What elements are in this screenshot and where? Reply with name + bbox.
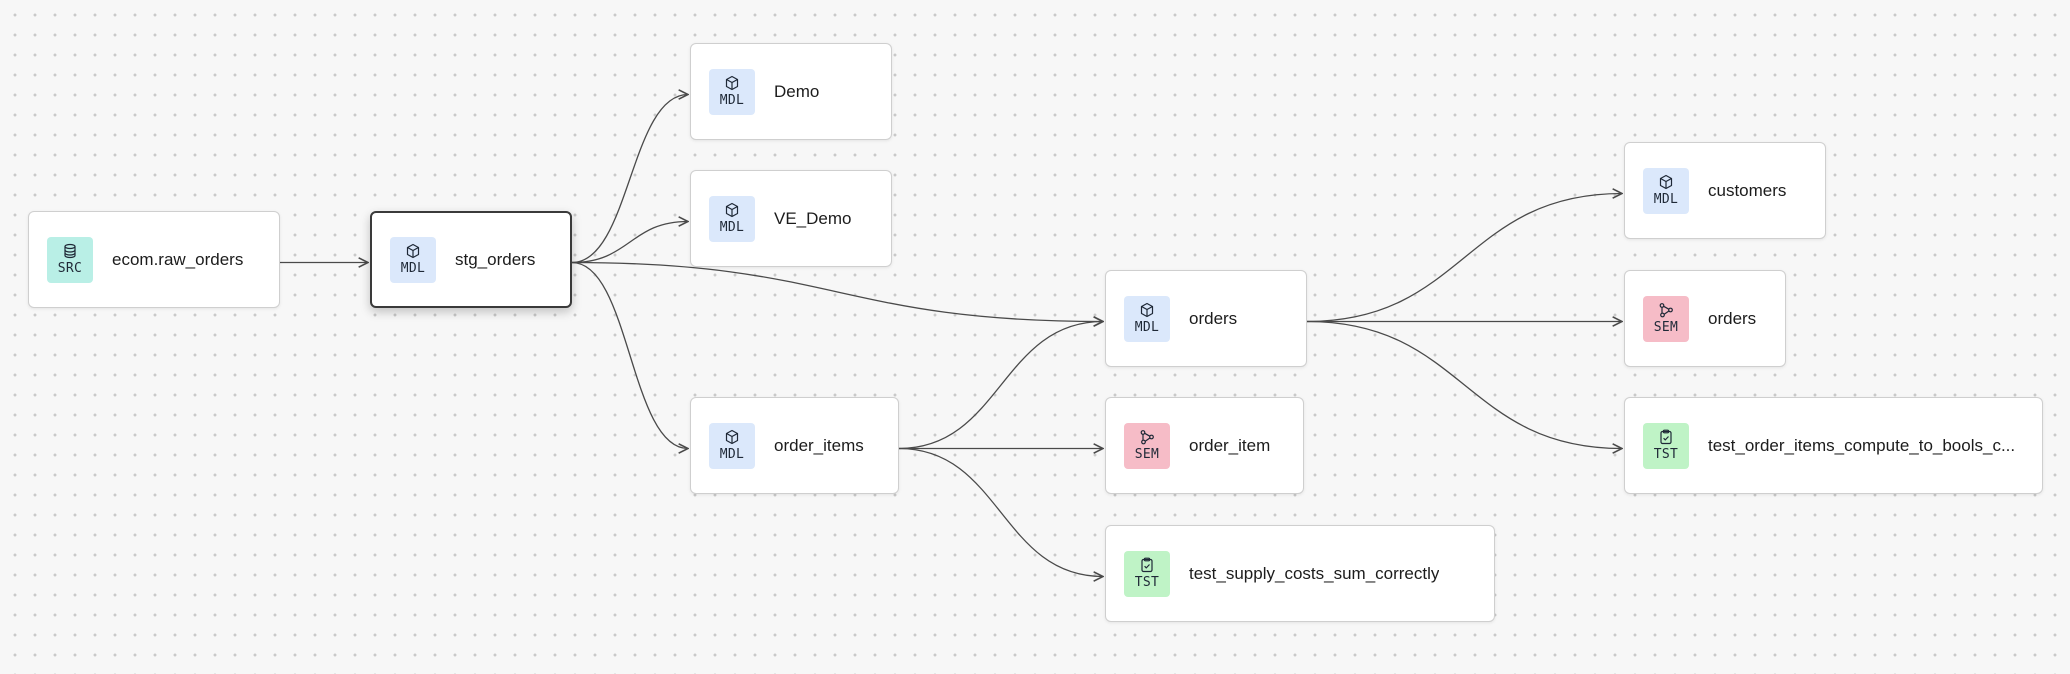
node-kind: TST — [1134, 575, 1160, 590]
sem-badge: SEM — [1124, 422, 1170, 469]
node-label: ecom.raw_orders — [112, 249, 244, 269]
database-icon — [64, 243, 76, 259]
node-stg-orders[interactable]: MDL stg_orders — [370, 211, 572, 308]
tst-badge: TST — [1643, 422, 1689, 469]
tst-badge: TST — [1124, 550, 1170, 597]
node-ecom-raw-orders[interactable]: SRC ecom.raw_orders — [28, 211, 280, 308]
node-label: Demo — [774, 81, 820, 101]
node-orders-semantic[interactable]: SEM orders — [1624, 270, 1786, 367]
cube-icon — [725, 202, 739, 218]
node-orders[interactable]: MDL orders — [1105, 270, 1307, 367]
mdl-badge: MDL — [1124, 295, 1170, 342]
node-label: order_item — [1189, 435, 1271, 455]
node-kind: MDL — [1134, 320, 1160, 335]
clipboard-icon — [1660, 429, 1672, 445]
edge-order_items-to-test_supply — [898, 447, 1103, 577]
clipboard-icon — [1141, 557, 1153, 573]
node-kind: MDL — [719, 93, 745, 108]
node-customers[interactable]: MDL customers — [1624, 142, 1826, 239]
graph-icon — [1140, 430, 1154, 445]
mdl-badge: MDL — [709, 422, 755, 469]
node-kind: SEM — [1134, 447, 1160, 462]
sem-badge: SEM — [1643, 295, 1689, 342]
node-kind: TST — [1653, 447, 1679, 462]
cube-icon — [1140, 302, 1154, 318]
src-badge: SRC — [47, 236, 93, 283]
node-order-items[interactable]: MDL order_items — [690, 397, 899, 494]
node-label: test_order_items_compute_to_bools_c... — [1708, 435, 2016, 455]
mdl-badge: MDL — [1643, 167, 1689, 214]
mdl-badge: MDL — [390, 236, 436, 283]
node-label: customers — [1708, 180, 1787, 200]
cube-icon — [725, 429, 739, 445]
edge-orders-to-customers — [1306, 194, 1622, 323]
node-kind: SRC — [57, 261, 83, 276]
edge-stg_orders-to-order_items — [571, 261, 688, 449]
node-test-order-items-bools[interactable]: TST test_order_items_compute_to_bools_c.… — [1624, 397, 2043, 494]
node-label: stg_orders — [455, 249, 536, 269]
node-kind: MDL — [1653, 192, 1679, 207]
node-kind: SEM — [1653, 320, 1679, 335]
node-kind: MDL — [719, 220, 745, 235]
edge-orders-to-test_bools — [1306, 320, 1622, 449]
node-label: VE_Demo — [774, 208, 852, 228]
node-test-supply-costs[interactable]: TST test_supply_costs_sum_correctly — [1105, 525, 1495, 622]
node-ve-demo[interactable]: MDL VE_Demo — [690, 170, 892, 267]
mdl-badge: MDL — [709, 68, 755, 115]
cube-icon — [1659, 174, 1673, 190]
node-label: orders — [1708, 308, 1757, 328]
edge-stg_orders-to-ve_demo — [571, 222, 688, 264]
mdl-badge: MDL — [709, 195, 755, 242]
node-order-item[interactable]: SEM order_item — [1105, 397, 1304, 494]
cube-icon — [406, 243, 420, 259]
edge-stg_orders-to-demo — [571, 95, 688, 264]
node-kind: MDL — [719, 447, 745, 462]
node-label: test_supply_costs_sum_correctly — [1189, 563, 1440, 583]
cube-icon — [725, 75, 739, 91]
node-demo[interactable]: MDL Demo — [690, 43, 892, 140]
edge-stg_orders-to-orders — [571, 261, 1103, 322]
node-kind: MDL — [400, 261, 426, 276]
graph-icon — [1659, 303, 1673, 318]
edge-order_items-to-orders — [898, 322, 1103, 450]
node-label: order_items — [774, 435, 864, 455]
node-label: orders — [1189, 308, 1238, 328]
